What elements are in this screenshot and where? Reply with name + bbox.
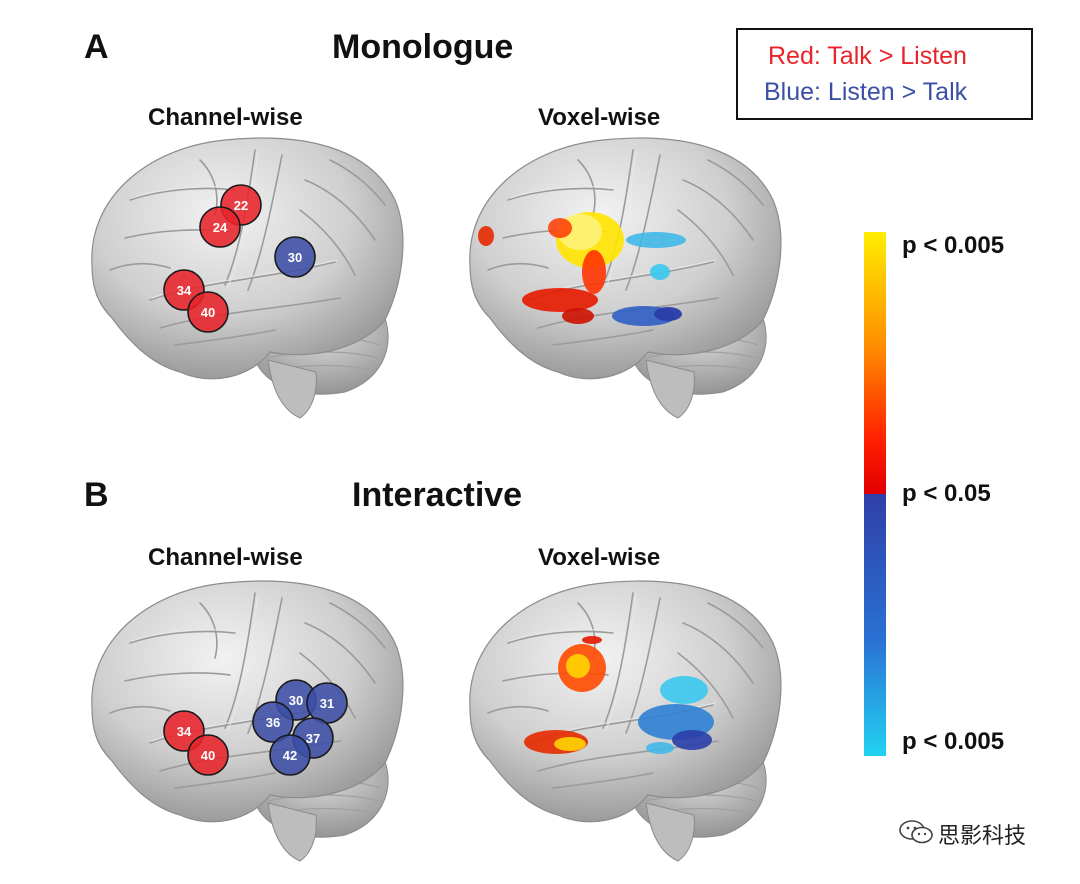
panel-a-title: Monologue [332,28,514,66]
svg-text:42: 42 [283,748,297,763]
brain-a-channel [91,137,404,419]
voxel-activation-a [478,212,686,326]
panel-a-letter: A [84,28,109,66]
brain-b-channel [91,580,404,862]
channel-b-31: 31 [306,682,348,724]
svg-text:24: 24 [213,220,228,235]
colorbar-mid-label: p < 0.05 [902,480,991,507]
channel-a-40: 40 [187,291,229,333]
channel-a-24: 24 [199,206,241,248]
voxel-activation-b [524,636,714,754]
channel-b-36: 36 [252,701,294,743]
colorbar-bottom-label: p < 0.005 [902,728,1005,755]
channel-a-30: 30 [274,236,316,278]
watermark-text: 思影科技 [938,823,1027,848]
svg-text:37: 37 [306,731,320,746]
legend-red-text: Red: Talk > Listen [768,42,967,70]
channel-b-42: 42 [269,734,311,776]
colorbar-top-label: p < 0.005 [902,232,1005,259]
svg-text:30: 30 [289,693,303,708]
legend-box: Red: Talk > Listen Blue: Listen > Talk [736,28,1033,120]
panel-a-channel-label: Channel-wise [148,104,303,131]
svg-text:22: 22 [234,198,248,213]
panel-b-voxel-label: Voxel-wise [538,544,661,571]
panel-b-channel-label: Channel-wise [148,544,303,571]
brain-b-voxel [469,580,782,862]
wechat-icon [898,818,934,846]
panel-b-title: Interactive [352,476,523,514]
channel-markers-a: 22 24 30 34 40 [163,184,316,333]
legend-blue-text: Blue: Listen > Talk [764,78,968,106]
svg-text:36: 36 [266,715,280,730]
panel-b-letter: B [84,476,109,514]
svg-text:34: 34 [177,283,192,298]
panel-a-voxel-label: Voxel-wise [538,104,661,131]
svg-text:30: 30 [288,250,302,265]
svg-text:34: 34 [177,724,192,739]
svg-text:31: 31 [320,696,334,711]
brain-a-voxel [469,137,782,419]
channel-b-40: 40 [187,734,229,776]
p-value-colorbar [864,232,886,756]
svg-text:40: 40 [201,305,215,320]
svg-text:40: 40 [201,748,215,763]
channel-markers-b: 30 31 36 37 42 34 40 [163,679,348,776]
